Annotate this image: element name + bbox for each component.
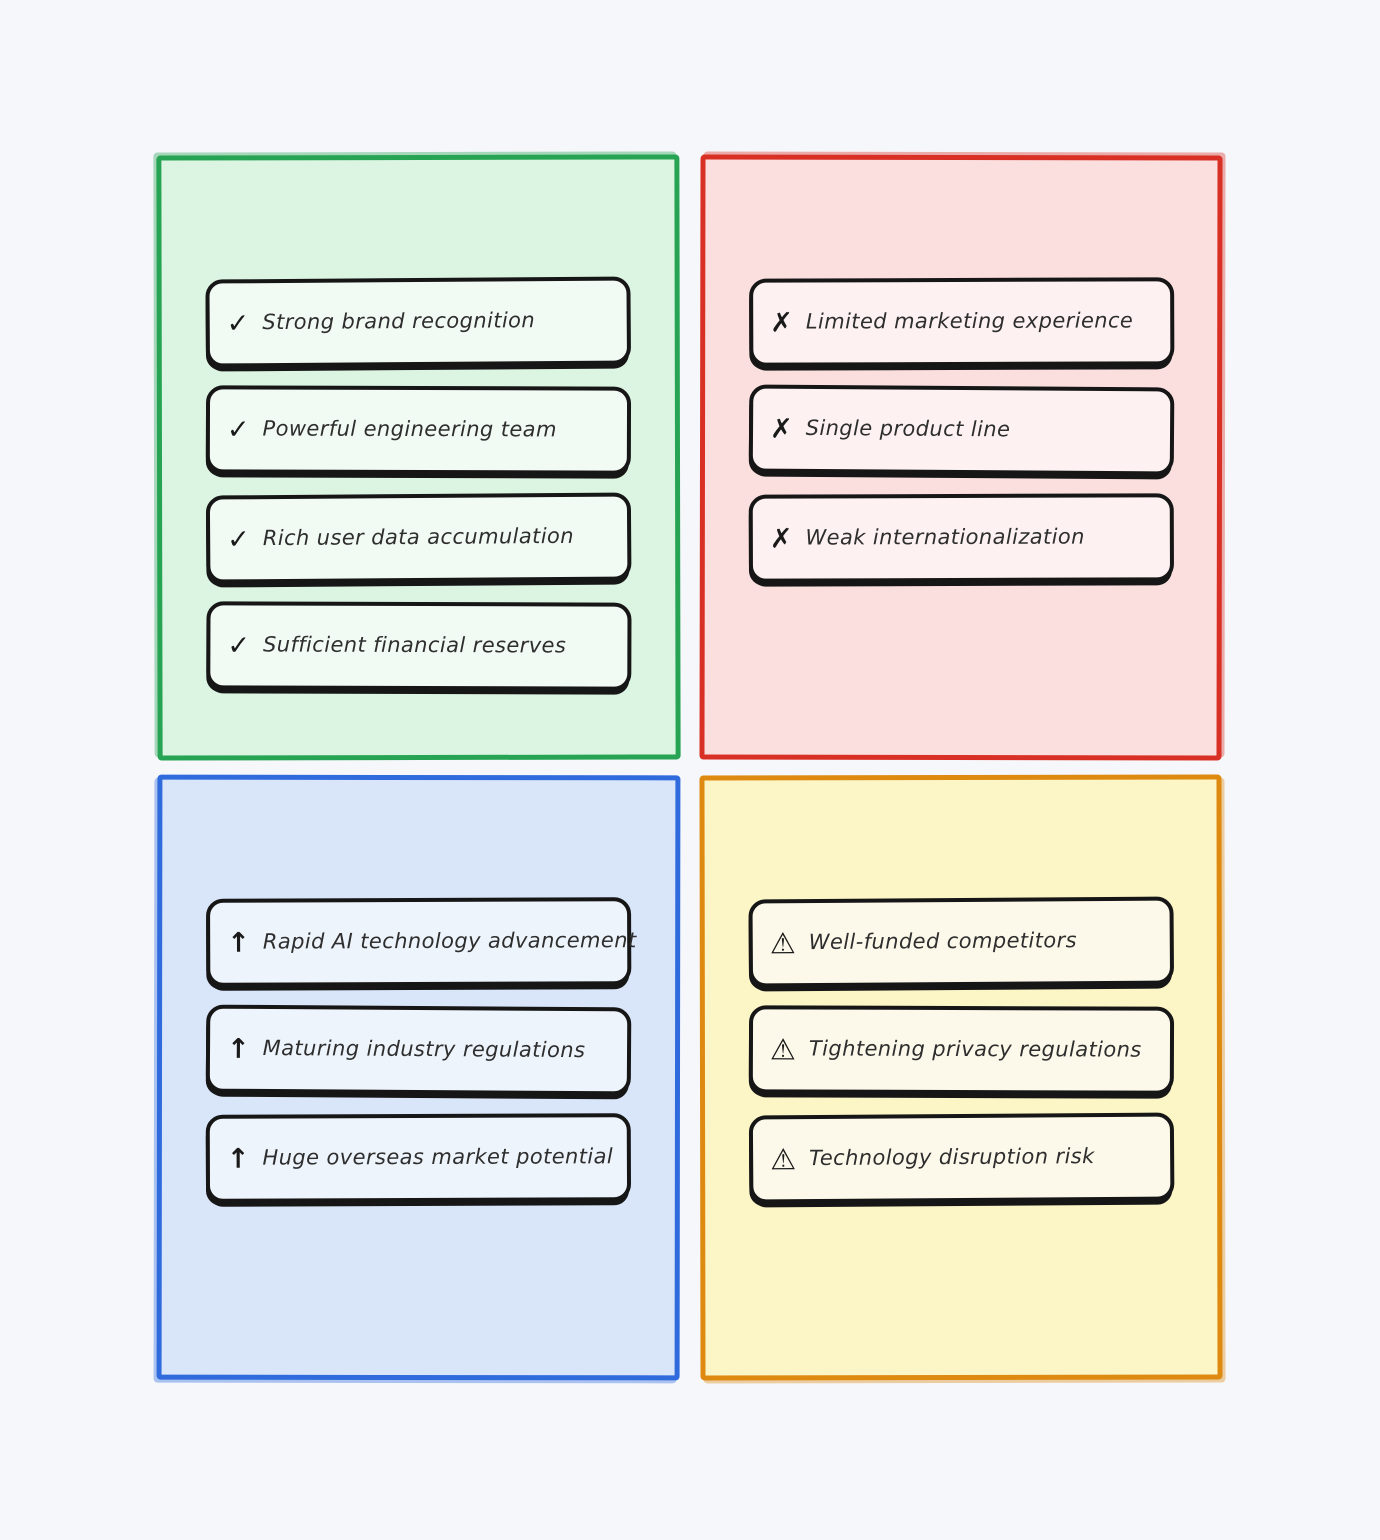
cross-icon: ✗ <box>769 413 793 445</box>
item-label: Tightening privacy regulations <box>808 1035 1142 1062</box>
swot-item[interactable]: ↑ Huge overseas market potential <box>205 1113 632 1203</box>
item-label: Maturing industry regulations <box>262 1035 586 1062</box>
warning-icon: ⚠ <box>769 925 796 960</box>
swot-item[interactable]: ✗ Limited marketing experience <box>748 277 1174 367</box>
item-label: Technology disruption risk <box>808 1143 1095 1170</box>
weaknesses-items: ✗ Limited marketing experience ✗ Single … <box>748 277 1174 583</box>
strengths-items: ✓ Strong brand recognition ✓ Powerful en… <box>205 276 632 691</box>
cross-icon: ✗ <box>769 523 793 555</box>
item-label: Single product line <box>805 415 1010 441</box>
warning-icon: ⚠ <box>769 1031 796 1066</box>
swot-item[interactable]: ⚠ Technology disruption risk <box>748 1112 1174 1204</box>
swot-item[interactable]: ✗ Single product line <box>748 384 1174 476</box>
up-arrow-icon: ↑ <box>227 927 250 959</box>
item-label: Rapid AI technology advancement <box>262 927 637 954</box>
opportunities-items: ↑ Rapid AI technology advancement ↑ Matu… <box>205 897 637 1203</box>
item-label: Weak internationalization <box>804 524 1085 550</box>
swot-item[interactable]: ⚠ Well-funded competitors <box>747 896 1174 988</box>
up-arrow-icon: ↑ <box>226 1033 250 1065</box>
item-label: Huge overseas market potential <box>262 1143 614 1170</box>
item-label: Well-funded competitors <box>808 927 1077 954</box>
swot-item[interactable]: ✓ Strong brand recognition <box>205 276 632 368</box>
item-label: Sufficient financial reserves <box>262 632 567 657</box>
swot-item[interactable]: ✗ Weak internationalization <box>748 493 1174 583</box>
threats-quadrant[interactable]: ⚠ Well-funded competitors ⚠ Tightening p… <box>699 774 1223 1381</box>
swot-item[interactable]: ↑ Rapid AI technology advancement <box>206 897 637 987</box>
swot-item[interactable]: ✓ Powerful engineering team <box>205 385 632 475</box>
up-arrow-icon: ↑ <box>226 1143 250 1175</box>
check-icon: ✓ <box>226 413 250 445</box>
swot-board: ✓ Strong brand recognition ✓ Powerful en… <box>156 154 1223 1381</box>
item-label: Rich user data accumulation <box>262 523 575 550</box>
check-icon: ✓ <box>226 307 250 339</box>
strengths-quadrant[interactable]: ✓ Strong brand recognition ✓ Powerful en… <box>156 154 681 761</box>
check-icon: ✓ <box>227 629 251 661</box>
item-label: Powerful engineering team <box>262 416 557 441</box>
item-label: Strong brand recognition <box>262 307 536 334</box>
swot-item[interactable]: ↑ Maturing industry regulations <box>205 1004 632 1096</box>
cross-icon: ✗ <box>769 307 793 339</box>
threats-items: ⚠ Well-funded competitors ⚠ Tightening p… <box>747 896 1174 1204</box>
swot-item[interactable]: ✓ Sufficient financial reserves <box>206 601 632 691</box>
swot-item[interactable]: ✓ Rich user data accumulation <box>205 492 632 584</box>
item-label: Limited marketing experience <box>805 307 1133 334</box>
check-icon: ✓ <box>227 523 250 555</box>
swot-item[interactable]: ⚠ Tightening privacy regulations <box>748 1005 1174 1095</box>
weaknesses-quadrant[interactable]: ✗ Limited marketing experience ✗ Single … <box>699 154 1223 761</box>
opportunities-quadrant[interactable]: ↑ Rapid AI technology advancement ↑ Matu… <box>156 774 681 1381</box>
warning-icon: ⚠ <box>769 1141 796 1176</box>
